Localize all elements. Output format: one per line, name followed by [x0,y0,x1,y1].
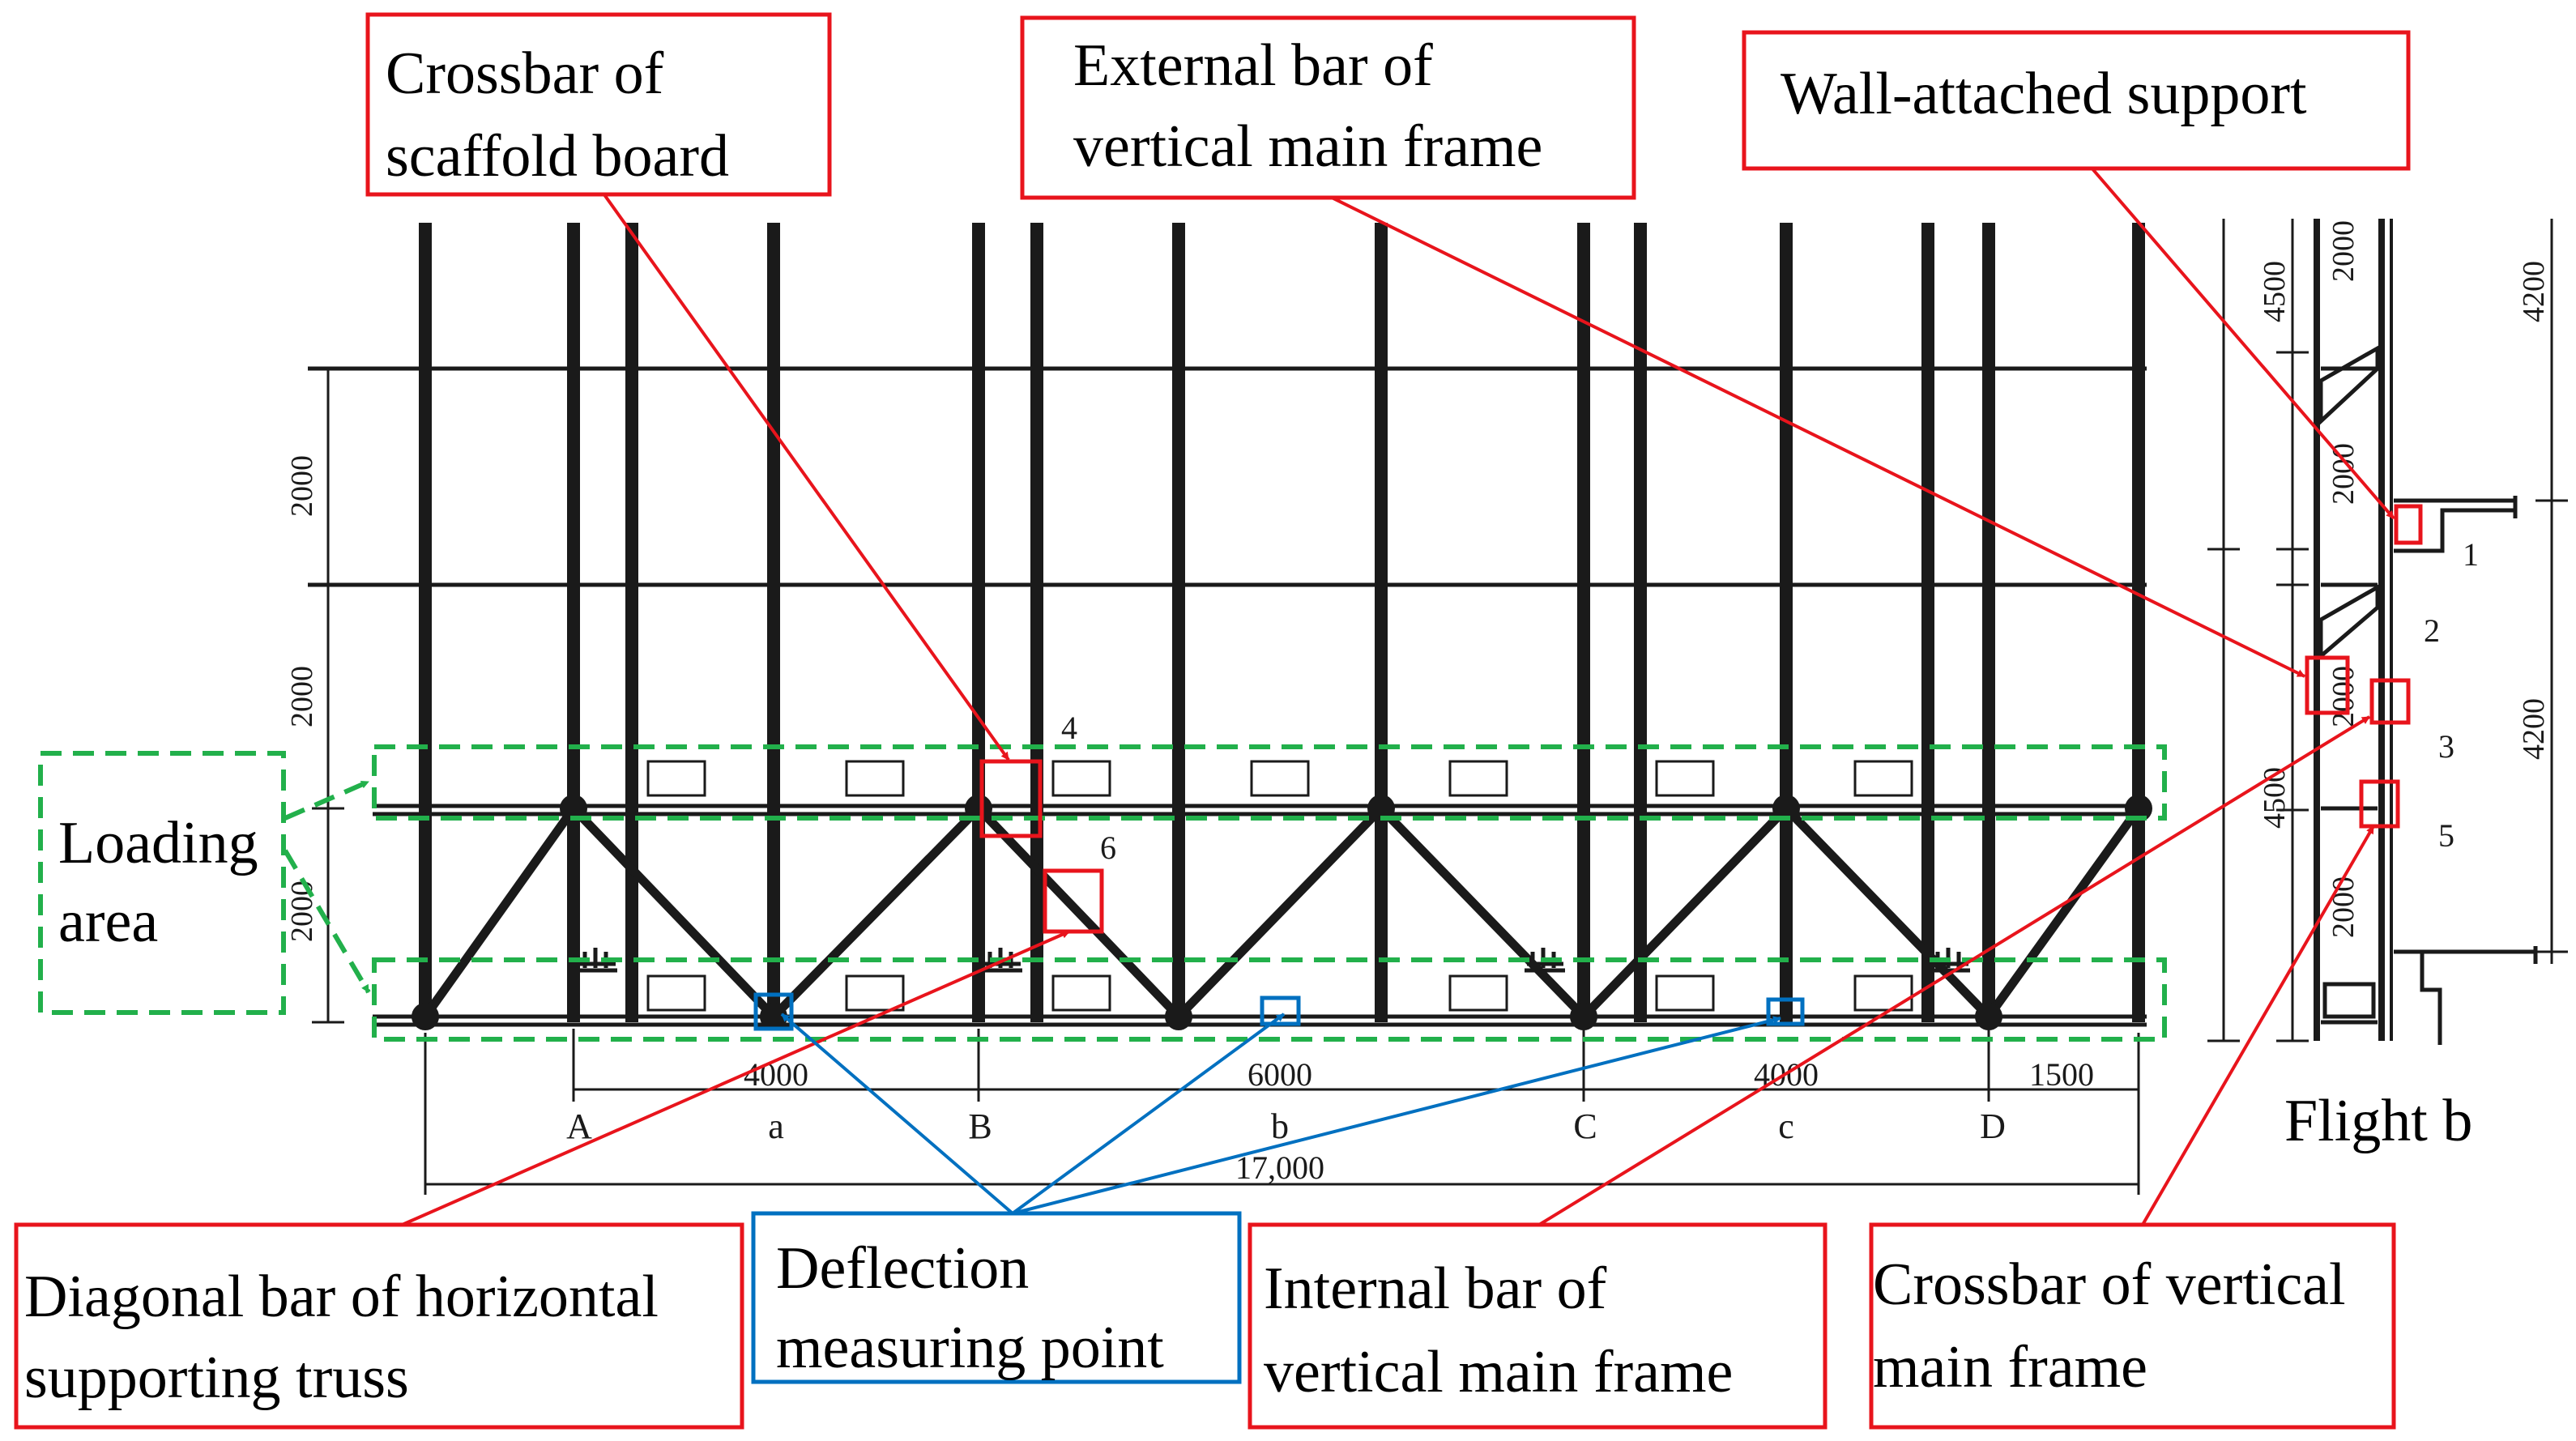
truss-diagonals [421,805,2143,1020]
axis-label-c: c [1778,1106,1794,1146]
board-symbols [646,760,1913,1012]
leader-deflection-a [780,1013,1014,1215]
callout-leaders-blue [780,1013,1781,1215]
callout-external-bar: External bar of vertical main frame [1020,15,1636,200]
marker-6: 6 [1100,829,1116,866]
marker-box-crossbar-scaffold [979,759,1043,838]
side-marker-3: 3 [2438,728,2454,765]
vertical-poles [419,223,2145,1022]
callout-deflection: Deflection measuring point [751,1211,1242,1384]
callout-crossbar-vertical-line-2: main frame [1873,1334,2147,1400]
bottom-dim-1: 4000 [744,1056,808,1093]
loading-areas [38,744,2167,1042]
side-marker-1: 1 [2463,536,2479,573]
callout-diagonal-bar-line-2: supporting truss [24,1345,409,1411]
left-dimension-chain [312,367,344,1024]
axis-label-a: a [768,1106,784,1146]
side-view-drawing [2207,219,2568,1045]
bottom-dimension-chain [424,1029,2140,1195]
loading-area-text: Loading area [58,810,258,955]
side-left-dimension-chain [2207,219,2309,1042]
axis-label-C: C [1573,1106,1597,1146]
leader-deflection-c [1012,1016,1781,1215]
axis-label-B: B [968,1106,992,1146]
side-inner-dim-4: 2000 [2327,876,2361,938]
callout-deflection-line-2: measuring point [776,1315,1164,1381]
leader-external-bar [1328,194,2305,678]
callout-crossbar-scaffold: Crossbar of scaffold board [365,12,832,197]
axis-label-A: A [566,1106,592,1146]
callout-crossbar-vertical-line-1: Crossbar of vertical [1873,1251,2346,1318]
callout-external-bar-line-1: External bar of [1073,32,1433,99]
support-clamps [577,948,1970,973]
marker-box-diagonal [1043,868,1104,934]
vertical-dim-3: 2000 [285,880,319,942]
callout-internal-bar: Internal bar of vertical main frame [1247,1222,1828,1430]
callout-diagonal-bar: Diagonal bar of horizontal supporting tr… [14,1222,744,1430]
side-view-dimension-labels: 4500 4500 2000 2000 2000 2000 4200 4200 … [2258,220,2551,938]
bottom-dim-2: 6000 [1247,1056,1312,1093]
side-right-dimension-chain [2535,219,2568,964]
axis-label-b: b [1271,1106,1289,1146]
side-view-braces [2318,344,2380,1025]
side-left-dim-1: 4500 [2258,261,2292,322]
leader-crossbar-vertical [2141,825,2375,1226]
loading-arrow-lower [283,849,371,994]
side-marker-5: 5 [2438,817,2454,854]
marker-4: 4 [1061,710,1077,746]
loading-area-label-box [38,751,286,1015]
loading-area-lower [372,957,2167,1042]
leader-crossbar-scaffold [598,186,1010,761]
loading-arrow-upper [284,779,370,821]
deflection-points [753,992,1805,1031]
callout-wall-support: Wall-attached support [1742,30,2411,171]
side-right-dim-2: 4200 [2517,698,2551,760]
deflection-point-b [1260,995,1301,1026]
side-view-wall-slabs [2394,496,2538,1045]
callout-crossbar-scaffold-line-1: Crossbar of [386,41,664,107]
loading-area-line-2: area [58,889,158,955]
callout-crossbar-vertical: Crossbar of vertical main frame [1869,1222,2396,1430]
leader-diagonal-bar [372,930,1070,1239]
side-left-dim-2: 4500 [2258,767,2292,829]
deflection-point-c [1766,997,1805,1026]
leader-wall-support [2088,164,2395,520]
side-right-dim-1: 4200 [2517,261,2551,322]
loading-area-line-1: Loading [58,810,258,876]
marker-box-external-bar [2305,655,2350,715]
axis-label-D: D [1980,1106,2006,1146]
leader-deflection-b [1011,1013,1286,1215]
elevation-dimension-labels: 2000 2000 2000 4000 6000 4000 1500 17,00… [285,455,2094,1186]
callout-external-bar-line-2: vertical main frame [1073,113,1542,180]
vertical-dim-1: 2000 [285,455,319,517]
marker-box-crossbar-vertical [2359,779,2400,829]
callout-internal-bar-line-2: vertical main frame [1264,1339,1733,1405]
side-view-columns [2314,219,2393,1041]
callout-wall-support-line-1: Wall-attached support [1781,61,2307,127]
marker-box-wall-support [2394,504,2423,545]
callout-crossbar-scaffold-line-2: scaffold board [386,123,729,190]
elevation-drawing [308,223,2152,1195]
leader-internal-bar [1537,715,2371,1226]
deflection-point-a [753,992,794,1031]
horizontal-ledgers [308,366,2147,1027]
side-inner-dim-1: 2000 [2327,220,2361,282]
bottom-dim-4: 1500 [2029,1056,2094,1093]
truss-joints [412,795,2152,1030]
total-dim: 17,000 [1235,1149,1324,1186]
callout-diagonal-bar-line-1: Diagonal bar of horizontal [24,1264,659,1330]
red-marker-boxes [979,504,2423,934]
vertical-dim-2: 2000 [285,666,319,727]
side-inner-dim-3: 2000 [2327,666,2361,727]
callout-leaders-red [372,164,2395,1239]
loading-area-upper [372,744,2167,821]
marker-box-internal-bar [2369,678,2411,725]
callout-internal-bar-line-1: Internal bar of [1264,1256,1607,1322]
side-marker-2: 2 [2424,612,2440,649]
flight-label: Flight b [2284,1088,2472,1154]
callout-deflection-line-1: Deflection [776,1235,1029,1302]
